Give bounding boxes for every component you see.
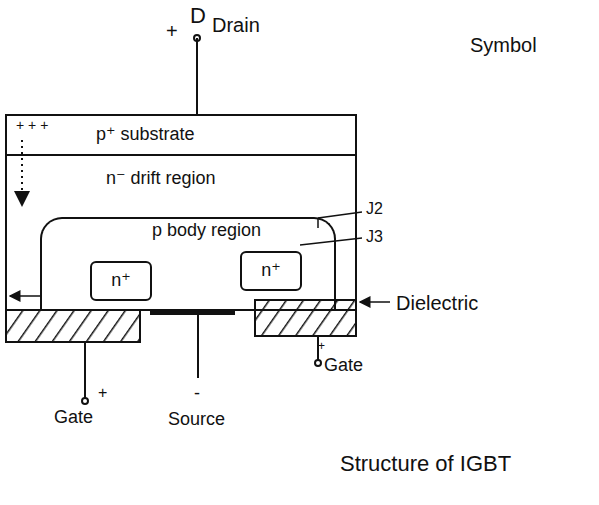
annotation-label: Gate <box>54 408 93 428</box>
annotation-label: + <box>318 340 325 353</box>
region-label: p⁺ substrate <box>96 125 356 145</box>
region-label: n⁺ <box>111 271 131 291</box>
n-plus-region: n⁺ <box>90 261 152 301</box>
annotation-label: Dielectric <box>396 292 478 314</box>
annotation-label: D <box>190 4 206 28</box>
annotation-label: Gate <box>324 356 363 376</box>
annotation-label: + <box>166 20 178 42</box>
region-label: n⁺ <box>261 261 281 281</box>
annotation-label: + + + <box>16 118 48 133</box>
annotation-label: J3 <box>366 228 383 246</box>
region-label: p body region <box>152 221 334 241</box>
annotation-label: Drain <box>212 14 260 36</box>
annotation-label: Source <box>168 410 225 430</box>
semiconductor-region: p⁺ substrate <box>6 115 356 155</box>
n-plus-region: n⁺ <box>240 251 302 291</box>
diagram-caption: Structure of IGBT <box>340 452 511 476</box>
region-label: n⁻ drift region <box>106 169 356 189</box>
annotation-label: Symbol <box>470 34 537 56</box>
annotation-label: + <box>98 384 107 402</box>
semiconductor-region: n⁻ drift region p body region n⁺ n⁺ <box>6 155 356 310</box>
semiconductor-region: p body region n⁺ n⁺ <box>40 217 336 310</box>
annotation-label: J2 <box>366 200 383 218</box>
annotation-label: - <box>194 384 200 404</box>
